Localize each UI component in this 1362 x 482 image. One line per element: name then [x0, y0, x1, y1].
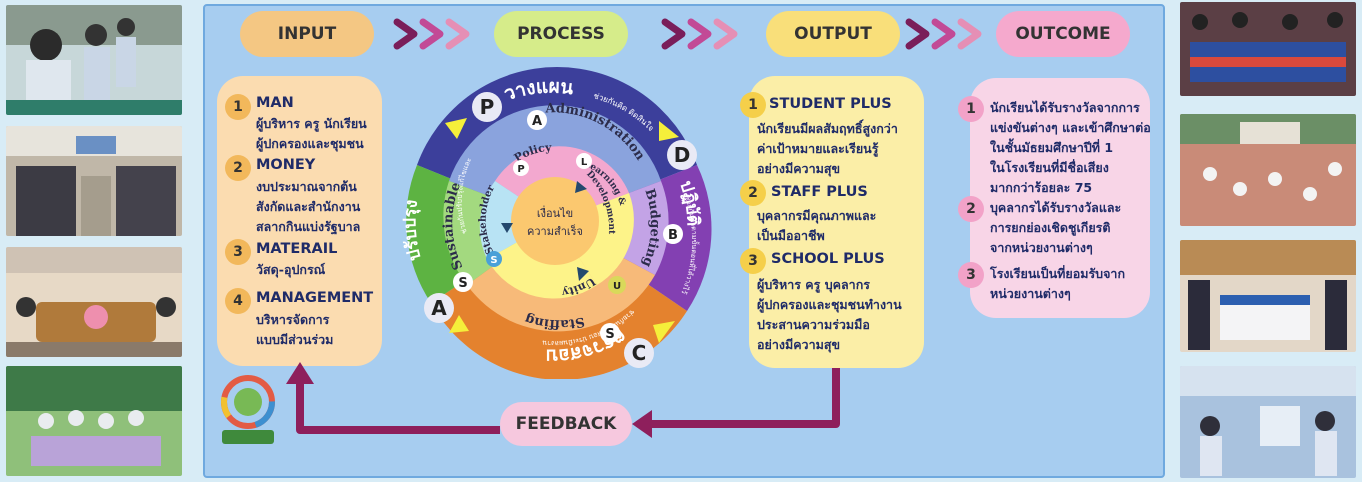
outcome-label: OUTCOME	[1015, 24, 1111, 44]
letter-s2-mid: S	[458, 276, 467, 291]
cycle-arrow-icon	[653, 321, 675, 343]
letter-l-inner: L	[581, 157, 588, 168]
feedback-arrowhead-up	[286, 362, 314, 384]
outcome-pill: OUTCOME	[996, 11, 1130, 57]
input-num-4: 4	[225, 288, 251, 314]
outcome-text-1: นักเรียนได้รับรางวัลจากการ แข่งขันต่างๆ …	[990, 100, 1151, 195]
photo-students-praying	[6, 5, 182, 115]
photo-courtyard-activity	[1180, 114, 1356, 226]
letter-d: D	[674, 143, 691, 167]
output-num-1: 1	[740, 92, 766, 118]
input-title-1: MAN	[256, 95, 294, 111]
chevron-arrows-icon	[393, 18, 470, 50]
letter-s-inner: S	[490, 255, 497, 266]
input-num-3: 3	[225, 239, 251, 265]
outcome-text-3: โรงเรียนเป็นที่ยอมรับจาก หน่วยงานต่างๆ	[990, 266, 1126, 301]
school-logo	[221, 375, 275, 444]
outcome-num-1: 1	[958, 96, 984, 122]
outcome-box	[970, 78, 1150, 318]
output-num-2: 2	[740, 180, 766, 206]
photo-award-ceremony	[1180, 240, 1356, 352]
pdca-wheel: วางแผน ช่วยกันคิด ติดสินใจ ปฏิบัติ ช่วยก…	[397, 63, 712, 379]
feedback-label: FEEDBACK	[515, 414, 617, 434]
cycle-arrow-icon	[659, 121, 679, 141]
output-num-3: 3	[740, 248, 766, 274]
output-title-1: STUDENT PLUS	[769, 96, 892, 112]
input-text-1: ผู้บริหาร ครู นักเรียน ผู้ปกครองและชุมชน	[256, 116, 367, 151]
outcome-num-3: 3	[958, 262, 984, 288]
output-text-3: ผู้บริหาร ครู บุคลากร ผู้ปกครองและชุมชนท…	[757, 277, 902, 352]
input-text-2: งบประมาณจากต้น สังกัดและสำนักงาน สลากกิน…	[256, 179, 361, 234]
staffing-label: Staffing	[523, 311, 586, 332]
input-title-3: MATERAIL	[256, 241, 338, 257]
outcome-num-2: 2	[958, 196, 984, 222]
photo-group-banner	[6, 366, 182, 476]
input-text-4: บริหารจัดการ แบบมีส่วนร่วม	[256, 312, 334, 347]
cycle-arrow-icon	[449, 315, 469, 333]
photo-auditorium	[6, 126, 182, 236]
process-pill: PROCESS	[494, 11, 628, 57]
output-title-2: STAFF PLUS	[771, 184, 868, 200]
letter-b-mid: B	[668, 228, 678, 243]
input-pill: INPUT	[240, 11, 374, 57]
output-pill: OUTPUT	[766, 11, 900, 57]
letter-c: C	[632, 341, 647, 365]
input-num-2: 2	[225, 155, 251, 181]
input-title-4: MANAGEMENT	[256, 290, 374, 306]
letter-s-mid: S	[605, 327, 614, 342]
letter-a: A	[431, 296, 447, 320]
photo-students-exhibit	[1180, 366, 1356, 478]
input-label: INPUT	[277, 24, 337, 44]
output-text-2: บุคลากรมีคุณภาพและ เป็นมืออาชีพ	[757, 208, 877, 243]
letter-u-inner: U	[613, 281, 621, 292]
center-line2: ความสำเร็จ	[527, 224, 583, 238]
outcome-text-2: บุคลากรได้รับรางวัลและ การยกย่องเชิดชูเก…	[990, 200, 1122, 255]
chevron-arrows-icon	[661, 18, 738, 50]
svg-text:Staffing: Staffing	[523, 311, 586, 332]
letter-p-inner: P	[517, 164, 524, 175]
center-line1: เงื่อนไข	[537, 205, 573, 220]
input-title-2: MONEY	[256, 157, 316, 173]
output-title-3: SCHOOL PLUS	[771, 251, 885, 267]
letter-p: P	[480, 95, 495, 119]
photo-award-group	[1180, 2, 1356, 96]
output-box	[749, 76, 924, 368]
input-box	[217, 76, 382, 366]
cycle-arrow-icon	[445, 118, 467, 139]
chevron-arrows-icon	[905, 18, 982, 50]
photo-meeting-room	[6, 247, 182, 357]
input-num-1: 1	[225, 94, 251, 120]
letter-a-mid: A	[532, 114, 542, 129]
feedback-arrowhead-left	[632, 410, 652, 438]
output-text-1: นักเรียนมีผลสัมฤทธิ์สูงกว่า ค่าเป้าหมายแ…	[757, 121, 898, 176]
input-text-3: วัสดุ-อุปกรณ์	[256, 262, 326, 277]
center-circle	[511, 177, 599, 265]
feedback-pill: FEEDBACK	[500, 402, 632, 446]
output-label: OUTPUT	[794, 24, 872, 44]
process-label: PROCESS	[517, 24, 605, 44]
